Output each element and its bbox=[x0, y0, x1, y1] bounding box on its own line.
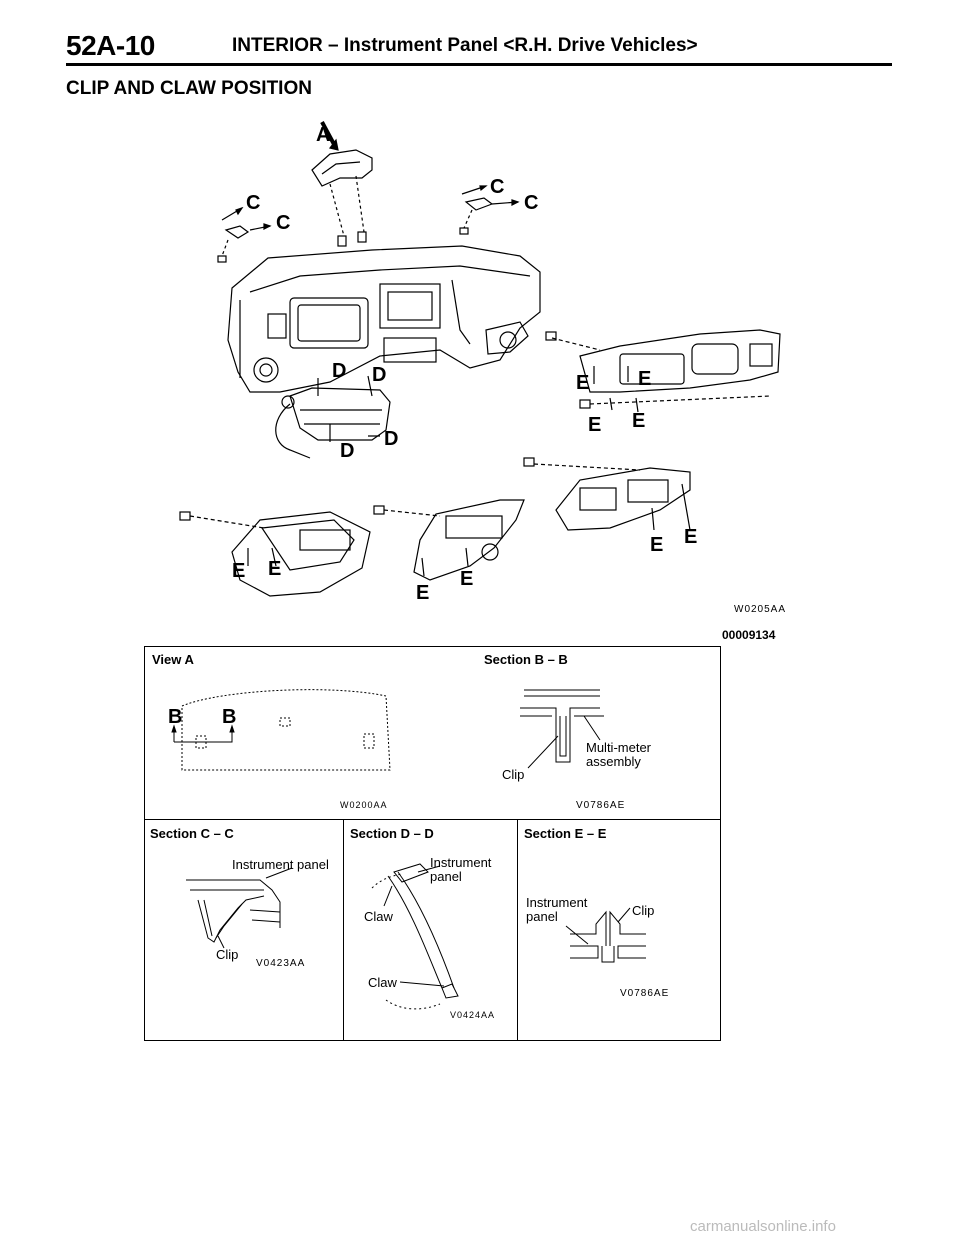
label-d: D bbox=[340, 440, 355, 462]
section-c-instrument-panel-label: Instrument panel bbox=[232, 857, 329, 872]
label-e: E bbox=[268, 558, 282, 580]
section-d-code: V0424AA bbox=[450, 1010, 496, 1020]
figure-code: W0205AA bbox=[734, 604, 787, 615]
clip-label: Clip bbox=[502, 767, 525, 782]
section-e-clip-label: Clip bbox=[632, 903, 655, 918]
label-c: C bbox=[490, 176, 505, 198]
section-e-title: Section E – E bbox=[524, 826, 607, 841]
section-e-panel bbox=[517, 819, 721, 1041]
section-e-instrument-panel-label: Instrument panel bbox=[526, 895, 588, 924]
label-e: E bbox=[416, 582, 430, 604]
header-rule bbox=[66, 63, 892, 66]
section-title: CLIP AND CLAW POSITION bbox=[66, 78, 312, 99]
label-d: D bbox=[332, 360, 347, 382]
label-a: A bbox=[316, 124, 331, 146]
section-d-instrument-panel-label: Instrument panel bbox=[430, 855, 492, 884]
watermark: carmanualsonline.info bbox=[690, 1218, 836, 1235]
view-a-code: W0200AA bbox=[340, 800, 388, 810]
exploded-view-illustration bbox=[179, 121, 781, 597]
drawing-number: 00009134 bbox=[722, 628, 776, 642]
label-e: E bbox=[650, 534, 664, 556]
label-e: E bbox=[588, 414, 602, 436]
section-e-code: V0786AE bbox=[620, 988, 670, 999]
label-e: E bbox=[460, 568, 474, 590]
label-e: E bbox=[638, 368, 652, 390]
label-c: C bbox=[246, 192, 261, 214]
label-e: E bbox=[632, 410, 646, 432]
label-e: E bbox=[576, 372, 590, 394]
section-c-code: V0423AA bbox=[256, 958, 306, 969]
section-d-title: Section D – D bbox=[350, 826, 434, 841]
label-e: E bbox=[684, 526, 698, 548]
label-d: D bbox=[384, 428, 399, 450]
view-a-title: View A bbox=[152, 652, 194, 667]
multimeter-label: Multi-meter assembly bbox=[586, 740, 652, 769]
section-d-claw-label: Claw bbox=[368, 975, 397, 990]
section-b-title: Section B – B bbox=[484, 652, 568, 667]
section-c-title: Section C – C bbox=[150, 826, 234, 841]
section-c-clip-label: Clip bbox=[216, 947, 239, 962]
page-number: 52A-10 bbox=[66, 30, 155, 61]
label-c: C bbox=[524, 192, 539, 214]
label-b: B bbox=[168, 706, 183, 728]
section-b-code: V0786AE bbox=[576, 800, 626, 811]
section-d-claw-label: Claw bbox=[364, 909, 393, 924]
label-d: D bbox=[372, 364, 387, 386]
label-c: C bbox=[276, 212, 291, 234]
label-b: B bbox=[222, 706, 237, 728]
label-e: E bbox=[232, 560, 246, 582]
page-title: INTERIOR – Instrument Panel <R.H. Drive … bbox=[232, 35, 698, 56]
